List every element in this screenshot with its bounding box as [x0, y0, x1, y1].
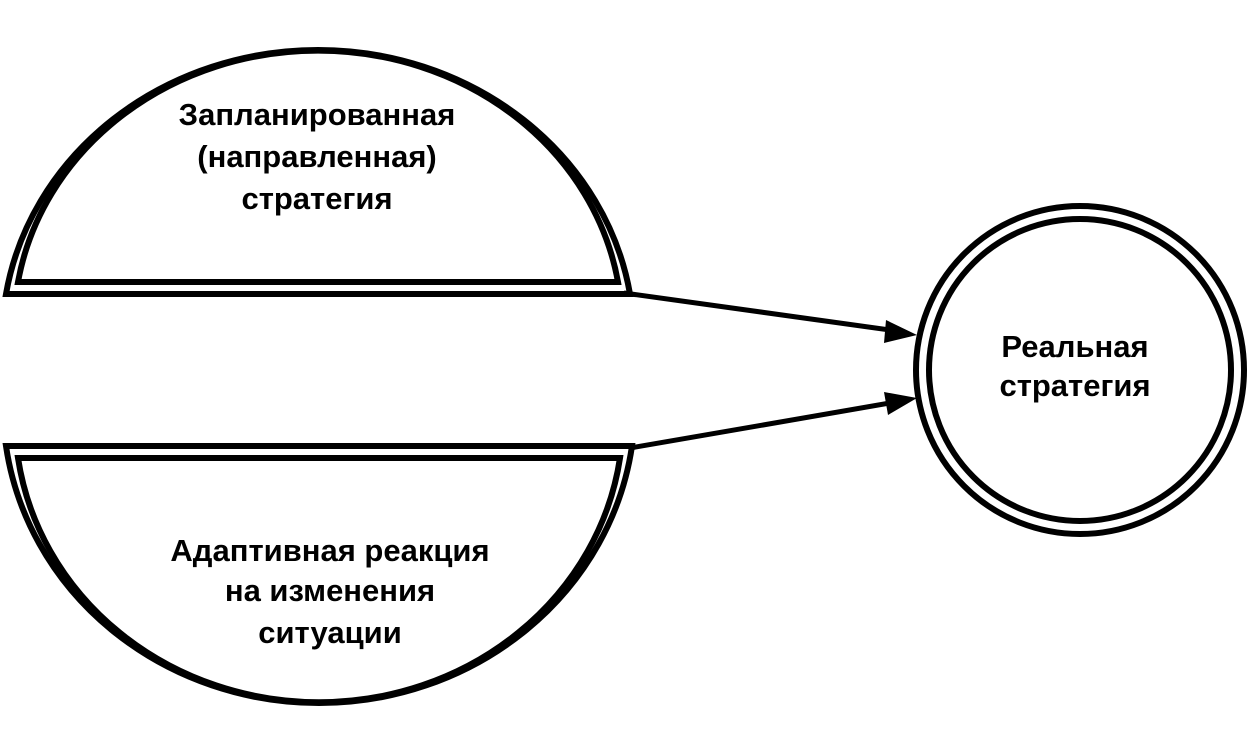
planned-strategy-label-line3: стратегия	[241, 181, 392, 216]
planned-strategy-node: Запланированная (направленная) стратегия	[2, 47, 634, 297]
real-strategy-label-line1: Реальная	[1001, 329, 1148, 364]
arrow-planned-to-real	[623, 290, 917, 343]
adaptive-reaction-label-line2: на изменения	[225, 573, 435, 608]
adaptive-reaction-label-line3: ситуации	[258, 615, 402, 650]
planned-strategy-label-line1: Запланированная	[179, 97, 456, 132]
planned-strategy-label-line2: (направленная)	[197, 139, 436, 174]
arrow-adaptive-to-real	[629, 392, 917, 451]
real-strategy-node: Реальная стратегия	[913, 203, 1247, 537]
adaptive-reaction-label-line1: Адаптивная реакция	[170, 533, 489, 568]
adaptive-reaction-node: Адаптивная реакция на изменения ситуации	[2, 443, 636, 707]
real-strategy-label-line2: стратегия	[999, 368, 1150, 403]
